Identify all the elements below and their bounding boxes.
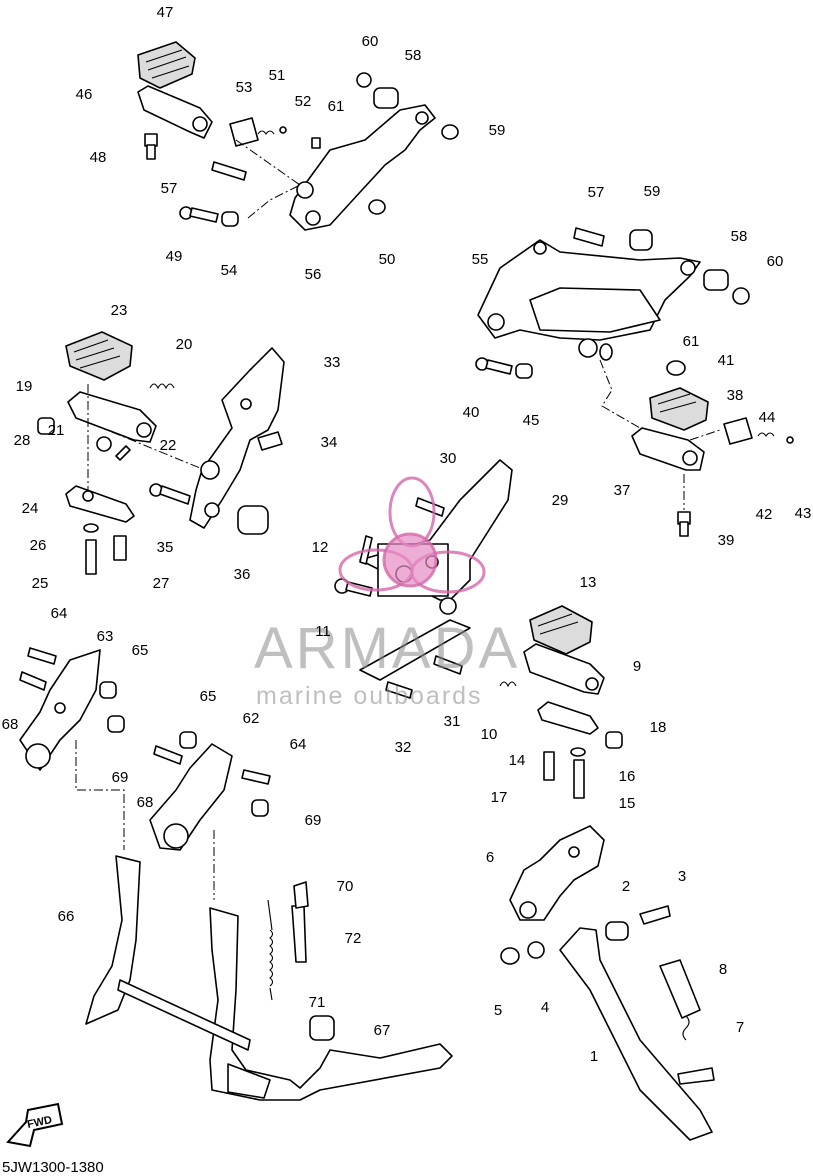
callout-12: 12 <box>312 539 329 556</box>
callout-38: 38 <box>727 387 744 404</box>
callout-20: 20 <box>176 336 193 353</box>
callout-21: 21 <box>48 422 65 439</box>
callout-9: 9 <box>633 658 641 675</box>
callout-60: 60 <box>767 253 784 270</box>
callout-3: 3 <box>678 868 686 885</box>
callout-39: 39 <box>718 532 735 549</box>
callout-2: 2 <box>622 878 630 895</box>
rear-footrest-bracket-top <box>137 41 459 231</box>
fwd-arrow: FWD <box>6 1102 64 1148</box>
callout-26: 26 <box>30 537 47 554</box>
callout-22: 22 <box>160 437 177 454</box>
callout-24: 24 <box>22 500 39 517</box>
callout-31: 31 <box>444 713 461 730</box>
callout-15: 15 <box>619 795 636 812</box>
callout-17: 17 <box>491 789 508 806</box>
callout-69: 69 <box>305 812 322 829</box>
callout-6: 6 <box>486 849 494 866</box>
callout-68: 68 <box>137 794 154 811</box>
callout-36: 36 <box>234 566 251 583</box>
callout-69: 69 <box>112 769 129 786</box>
callout-55: 55 <box>472 251 489 268</box>
callout-51: 51 <box>269 67 286 84</box>
callout-71: 71 <box>309 994 326 1011</box>
callout-59: 59 <box>489 122 506 139</box>
callout-65: 65 <box>200 688 217 705</box>
fwd-arrow-icon <box>6 1102 64 1148</box>
callout-64: 64 <box>51 605 68 622</box>
side-stand <box>500 825 715 1141</box>
callout-53: 53 <box>236 79 253 96</box>
callout-34: 34 <box>321 434 338 451</box>
fwd-label: FWD <box>26 1114 53 1131</box>
callout-68: 68 <box>2 716 19 733</box>
callout-41: 41 <box>718 352 735 369</box>
callout-33: 33 <box>324 354 341 371</box>
callout-13: 13 <box>580 574 597 591</box>
callout-16: 16 <box>619 768 636 785</box>
rear-footrest-bracket-right <box>475 227 794 537</box>
callout-67: 67 <box>374 1022 391 1039</box>
callout-18: 18 <box>650 719 667 736</box>
callout-70: 70 <box>337 878 354 895</box>
callout-30: 30 <box>440 450 457 467</box>
callout-63: 63 <box>97 628 114 645</box>
callout-4: 4 <box>541 999 549 1016</box>
callout-62: 62 <box>243 710 260 727</box>
callout-54: 54 <box>221 262 238 279</box>
callout-32: 32 <box>395 739 412 756</box>
callout-66: 66 <box>58 908 75 925</box>
callout-10: 10 <box>481 726 498 743</box>
callout-46: 46 <box>76 86 93 103</box>
callout-61: 61 <box>328 98 345 115</box>
callout-11: 11 <box>315 623 331 640</box>
diagram-code: 5JW1300-1380 <box>2 1159 104 1176</box>
callout-72: 72 <box>345 930 362 947</box>
watermark: ARMADA marine outboards <box>254 476 520 710</box>
callout-37: 37 <box>614 482 631 499</box>
callout-57: 57 <box>161 180 178 197</box>
callout-42: 42 <box>756 506 773 523</box>
center-stand <box>85 855 453 1101</box>
callout-14: 14 <box>509 752 526 769</box>
callout-44: 44 <box>759 409 776 426</box>
callout-58: 58 <box>731 228 748 245</box>
callout-57: 57 <box>588 184 605 201</box>
callout-28: 28 <box>14 432 31 449</box>
callout-49: 49 <box>166 248 183 265</box>
callout-29: 29 <box>552 492 569 509</box>
callout-19: 19 <box>16 378 33 395</box>
callout-56: 56 <box>305 266 322 283</box>
callout-59: 59 <box>644 183 661 200</box>
callout-64: 64 <box>290 736 307 753</box>
callout-25: 25 <box>32 575 49 592</box>
callout-60: 60 <box>362 33 379 50</box>
callout-43: 43 <box>795 505 812 522</box>
callout-45: 45 <box>523 412 540 429</box>
watermark-tagline: marine outboards <box>256 682 483 710</box>
callout-27: 27 <box>153 575 170 592</box>
watermark-logo <box>338 476 486 594</box>
callout-47: 47 <box>157 4 174 21</box>
callout-40: 40 <box>463 404 480 421</box>
callout-35: 35 <box>157 539 174 556</box>
front-footrest-left <box>37 331 285 575</box>
callout-7: 7 <box>736 1019 744 1036</box>
callout-8: 8 <box>719 961 727 978</box>
callout-65: 65 <box>132 642 149 659</box>
callout-5: 5 <box>494 1002 502 1019</box>
callout-52: 52 <box>295 93 312 110</box>
callout-48: 48 <box>90 149 107 166</box>
watermark-brand: ARMADA <box>254 616 520 681</box>
callout-1: 1 <box>590 1048 598 1065</box>
center-stand-brackets <box>19 647 271 900</box>
callout-50: 50 <box>379 251 396 268</box>
callout-23: 23 <box>111 302 128 319</box>
callout-58: 58 <box>405 47 422 64</box>
callout-61: 61 <box>683 333 700 350</box>
